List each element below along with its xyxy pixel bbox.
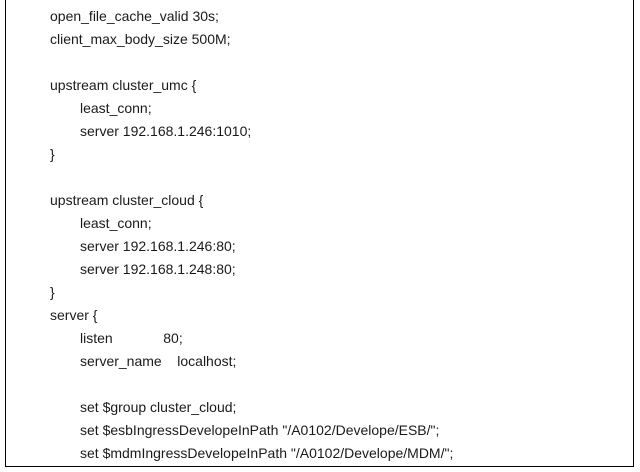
- code-line-umc-least-conn: least_conn;: [80, 100, 152, 116]
- code-line-cloud-server-248: server 192.168.1.248:80;: [80, 261, 236, 277]
- code-line-set-esb-path: set $esbIngressDevelopeInPath "/A0102/De…: [80, 422, 440, 438]
- code-line-server-block: server {: [50, 307, 98, 323]
- code-line-umc-server: server 192.168.1.246:1010;: [80, 123, 252, 139]
- code-line-upstream-cluster-umc: upstream cluster_umc {: [50, 77, 197, 93]
- config-code-box: open_file_cache_valid 30s; client_max_bo…: [5, 0, 634, 467]
- code-line-umc-close-brace: }: [50, 146, 55, 162]
- code-line-cloud-least-conn: least_conn;: [80, 215, 152, 231]
- code-line-set-group: set $group cluster_cloud;: [80, 399, 237, 415]
- code-line-cloud-close-brace: }: [50, 284, 55, 300]
- code-line-listen: listen 80;: [80, 330, 183, 346]
- code-line-cloud-server-246: server 192.168.1.246:80;: [80, 238, 236, 254]
- code-line-upstream-cluster-cloud: upstream cluster_cloud {: [50, 192, 204, 208]
- code-line-open-file-cache-valid: open_file_cache_valid 30s;: [50, 8, 219, 24]
- code-line-server-name: server_name localhost;: [80, 353, 237, 369]
- code-line-client-max-body-size: client_max_body_size 500M;: [50, 31, 231, 47]
- code-line-set-mdm-path: set $mdmIngressDevelopeInPath "/A0102/De…: [80, 445, 454, 461]
